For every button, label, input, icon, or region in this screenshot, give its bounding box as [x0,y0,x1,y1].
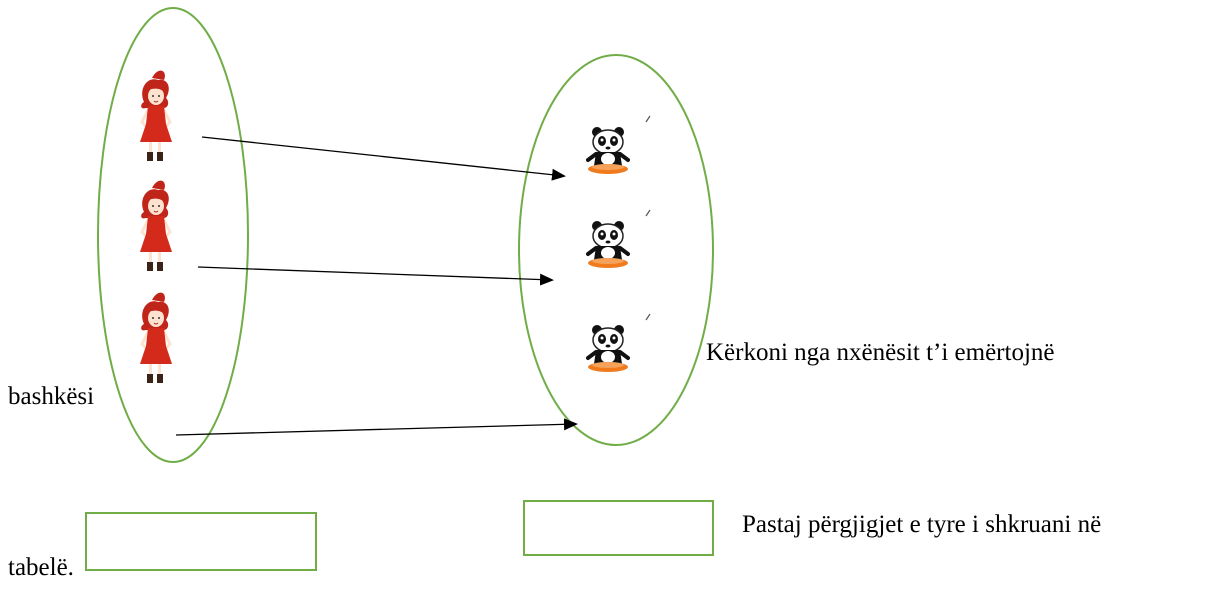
instruction-text-2: bashkësi [8,383,95,410]
answer-box-left[interactable] [85,512,317,571]
panda-figure [586,208,652,270]
mapping-arrow [197,266,554,286]
panda-figure [586,114,652,176]
girl-figure [138,291,174,385]
left-set-ellipse [97,7,249,463]
girl-figure [138,179,174,273]
mapping-arrow [175,418,578,436]
instruction-text-1: Kërkoni nga nxënësit t’i emërtojnë [706,339,1055,366]
right-set-ellipse [518,54,714,446]
girl-figure [138,69,174,163]
mapping-arrow [201,136,566,181]
instruction-text-3: Pastaj përgjigjet e tyre i shkruani në [742,511,1102,538]
answer-box-right[interactable] [523,500,714,556]
instruction-text-4: tabelë. [8,554,74,581]
panda-figure [586,312,652,374]
